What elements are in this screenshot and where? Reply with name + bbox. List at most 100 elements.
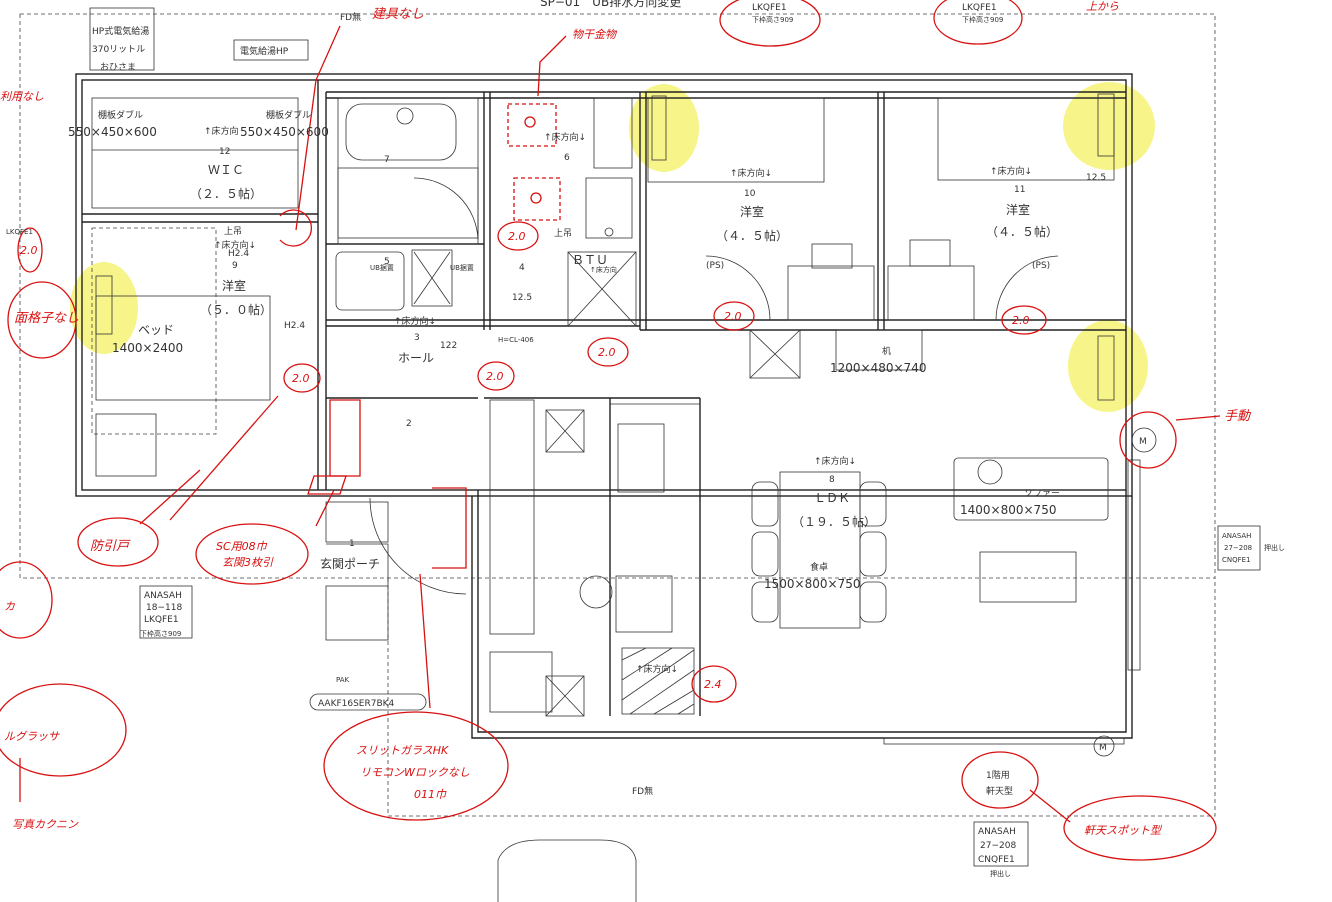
note-h20-4: 2.0 bbox=[598, 346, 616, 359]
note-sc: SC用08巾 bbox=[216, 540, 268, 553]
motor-right: M bbox=[1139, 437, 1147, 447]
motor-bottom: M bbox=[1099, 743, 1107, 753]
anasah-left-code: 18−118 bbox=[146, 603, 182, 613]
room10-dir: ↑床方向↓ bbox=[730, 167, 772, 179]
hp-line3: おひさま bbox=[100, 62, 136, 73]
fd-bottom-label: FD無 bbox=[632, 785, 653, 797]
anasah-right: ANASAH bbox=[1222, 532, 1251, 540]
bed-size: 1400×2400 bbox=[112, 341, 183, 355]
note-h20-7: 2.0 bbox=[20, 244, 38, 257]
shelf2-size: 550×450×600 bbox=[240, 125, 329, 139]
note-h24: 2.4 bbox=[704, 678, 722, 691]
anasah-bottom-sub: 押出し bbox=[990, 869, 1011, 878]
ldk-dir: ↑床方向↓ bbox=[814, 455, 856, 467]
fd-top-label: FD無 bbox=[340, 11, 361, 23]
porch-num: 1 bbox=[349, 539, 355, 549]
anasah-left-sub: 下枠高さ909 bbox=[140, 629, 181, 638]
sofa-size: 1400×800×750 bbox=[960, 503, 1056, 517]
highlight-window-right bbox=[1068, 320, 1148, 412]
lkq-side: LKQFE1 bbox=[6, 228, 33, 236]
jo2-label: 上吊 bbox=[224, 226, 242, 237]
lkq-top1-label: LKQFE1 bbox=[752, 3, 787, 13]
desk-label: 机 bbox=[882, 345, 891, 357]
note-h20-2: 2.0 bbox=[724, 310, 742, 323]
bed-label: ベッド bbox=[138, 323, 174, 337]
hall-dir: ↑床方向↓ bbox=[394, 315, 436, 327]
hall-dim: 122 bbox=[440, 341, 457, 351]
porch-name: 玄関ポーチ bbox=[320, 556, 380, 571]
note-h20-5: 2.0 bbox=[292, 372, 310, 385]
note-mono: 物干金物 bbox=[572, 28, 618, 41]
wash-num: 5 bbox=[384, 257, 390, 267]
aakf-label: AAKF16SER7BK4 bbox=[318, 699, 395, 709]
note-nokiten: 軒天スポット型 bbox=[1084, 824, 1163, 837]
anasah-left-type: LKQFE1 bbox=[144, 615, 179, 625]
entry-num: 2 bbox=[406, 419, 412, 429]
shelf1-size: 550×450×600 bbox=[68, 125, 157, 139]
btu-label: ＢＴＵ bbox=[572, 253, 608, 267]
note-ue: 上から bbox=[1086, 0, 1119, 13]
note-glass: ルグラッサ bbox=[4, 730, 60, 743]
eave-line bbox=[387, 578, 1216, 817]
note-h20-1: 2.0 bbox=[508, 230, 526, 243]
hall-num: 3 bbox=[414, 333, 420, 343]
sp-label: SP−01 UB排水方向変更 bbox=[540, 0, 681, 9]
hp-line2: 370リットル bbox=[92, 45, 145, 55]
wic-name: ＷＩＣ bbox=[208, 163, 244, 177]
ps1: (PS) bbox=[706, 261, 724, 271]
room9-num: 9 bbox=[232, 261, 238, 271]
site-boundary bbox=[19, 13, 1216, 579]
toilet-num: 6 bbox=[564, 153, 570, 163]
ub-left: UB据置 bbox=[370, 263, 394, 272]
anasah-bottom-type: CNQFE1 bbox=[978, 855, 1015, 865]
ldk-num: 8 bbox=[829, 475, 835, 485]
note-slit2: リモコンWロックなし bbox=[360, 766, 470, 779]
lkq-top2-label: LKQFE1 bbox=[962, 3, 997, 13]
table-size: 1500×800×750 bbox=[764, 577, 860, 591]
anasah-right-code: 27−208 bbox=[1224, 544, 1252, 552]
pak-label: PAK bbox=[336, 676, 350, 684]
highlight-window-left bbox=[70, 262, 138, 354]
hall-name: ホール bbox=[398, 351, 434, 365]
note-tategu: 建具なし bbox=[372, 7, 424, 22]
room11-size: （４．５帖） bbox=[986, 224, 1058, 239]
anasah-right-type: CNQFE1 bbox=[1222, 556, 1251, 564]
table-label: 食卓 bbox=[810, 561, 828, 573]
hp-line1: HP式電気給湯 bbox=[92, 25, 149, 37]
h24-left: H2.4 bbox=[228, 249, 249, 259]
ub-right: UB据置 bbox=[450, 263, 474, 272]
m-left: 12.5 bbox=[512, 293, 532, 303]
room9-size: （５．０帖） bbox=[200, 302, 272, 317]
note-ka: カ bbox=[4, 600, 15, 613]
toilet-dir: ↑床方向↓ bbox=[544, 131, 586, 143]
m-right: 12.5 bbox=[1086, 173, 1106, 183]
anasah-bottom-code: 27−208 bbox=[980, 841, 1016, 851]
wic-num: 12 bbox=[219, 147, 230, 157]
anasah-bottom: ANASAH bbox=[978, 827, 1016, 837]
lkq-top2-sub: 下枠高さ909 bbox=[962, 15, 1003, 24]
h24-mid: H2.4 bbox=[284, 321, 305, 331]
note-h20-6: 2.0 bbox=[486, 370, 504, 383]
note-slit1: スリットガラスHK bbox=[356, 744, 449, 757]
room11-num: 11 bbox=[1014, 185, 1025, 195]
ldk-size: （１９．５帖） bbox=[792, 514, 876, 529]
bed bbox=[95, 295, 271, 401]
sofa bbox=[953, 457, 1109, 521]
btu-dir: ↑床方向 bbox=[590, 265, 617, 274]
house-outer-wall bbox=[75, 73, 1133, 497]
sofa-label: ソファー bbox=[1024, 489, 1060, 499]
motor-symbol-bottom bbox=[1093, 735, 1115, 757]
motor-symbol-right bbox=[1131, 427, 1157, 453]
wic-size: （２．５帖） bbox=[190, 186, 262, 201]
nokiten2: 軒天型 bbox=[986, 786, 1013, 797]
room10-size: （４．５帖） bbox=[716, 228, 788, 243]
room11-name: 洋室 bbox=[1006, 202, 1030, 217]
note-slit3: 011巾 bbox=[414, 788, 447, 801]
wic-dir: ↑床方向 bbox=[204, 125, 239, 137]
lkq-top1-sub: 下枠高さ909 bbox=[752, 15, 793, 24]
room11-dir: ↑床方向↓ bbox=[990, 165, 1032, 177]
room9-name: 洋室 bbox=[222, 278, 246, 293]
note-shudo: 手動 bbox=[1224, 409, 1252, 424]
room9-dir: ↑床方向↓ bbox=[214, 239, 256, 251]
nokiten1: 1階用 bbox=[986, 770, 1010, 781]
